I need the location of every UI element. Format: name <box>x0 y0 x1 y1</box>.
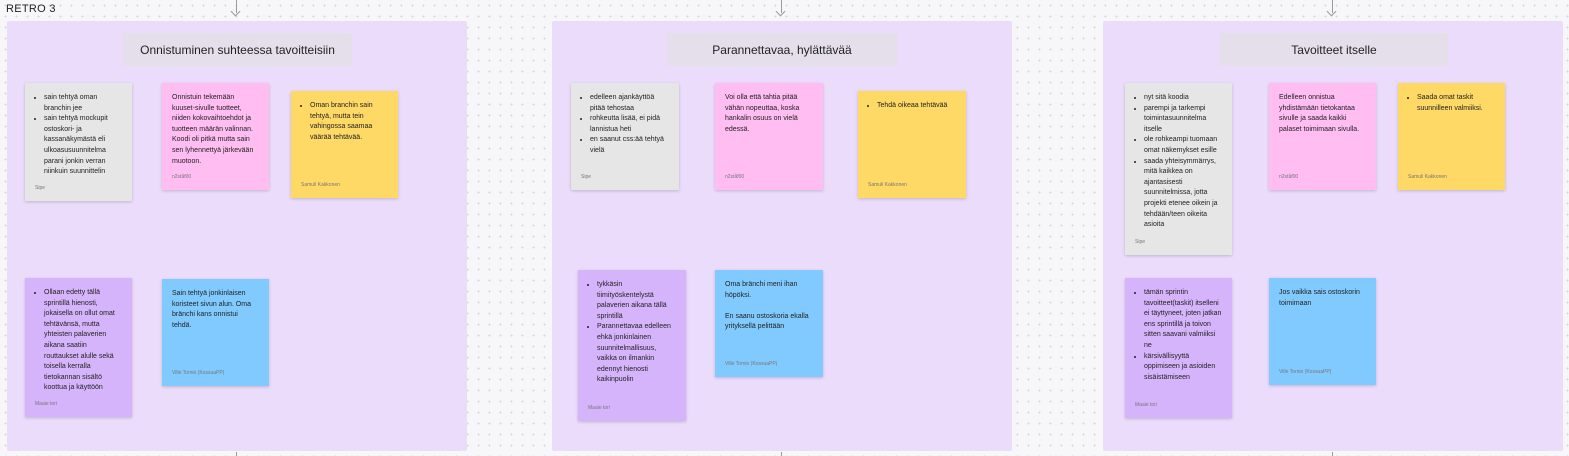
note-text: Voi olla että tahtia pitää vähän nopeutt… <box>725 94 800 133</box>
connector-arrow <box>236 0 237 13</box>
note-author: Ville Tornio (KossuaPP) <box>725 361 778 368</box>
note-author: Ville Tornio (KossuaPP) <box>1279 369 1332 376</box>
note-author: Sipe <box>35 185 46 192</box>
sticky-note[interactable]: Tehdä oikeaa tehtävää Samuli Kakkonen <box>858 91 966 198</box>
note-item: sain tehtyä mockupit ostoskori- ja kassa… <box>44 114 122 178</box>
note-author: Samuli Kakkonen <box>868 182 907 189</box>
sticky-note[interactable]: sain tehtyä oman branchin jeesain tehtyä… <box>25 83 132 201</box>
note-item: ole rohkeampi tuomaan omat näkemykset es… <box>1144 135 1222 156</box>
connector-arrow <box>1332 0 1333 13</box>
sticky-note[interactable]: Voi olla että tahtia pitää vähän nopeutt… <box>715 83 823 190</box>
column-header[interactable]: Tavoitteet itselle <box>1220 33 1448 66</box>
note-author: Samuli Kakkonen <box>1408 174 1447 181</box>
connector-line <box>1332 452 1333 456</box>
sticky-note[interactable]: Saada omat taskit suunnilleen valmiiksi.… <box>1398 83 1505 190</box>
note-author: n2ståf00 <box>172 174 192 181</box>
connector-line <box>781 452 782 456</box>
note-author: Ville Tornio (KossuaPP) <box>172 370 225 377</box>
column-header[interactable]: Onnistuminen suhteessa tavoitteisiin <box>123 33 352 66</box>
note-author: Maaie tori <box>588 405 610 412</box>
column-goals[interactable]: Tavoitteet itselle nyt sitä koodiaparemp… <box>1103 21 1563 451</box>
note-author: n2ståf00 <box>725 174 745 181</box>
sticky-note[interactable]: Onnistuin tekemään kuuset-sivulle tuotte… <box>162 83 269 190</box>
sticky-note[interactable]: Edelleen onnistua yhdistämään tietokanta… <box>1269 83 1376 190</box>
frame-title: RETRO 3 <box>6 3 56 15</box>
connector-line <box>236 452 237 456</box>
sticky-note[interactable]: Oman branchin sain tehtyä, mutta tein va… <box>291 91 398 198</box>
note-item: rohkeutta lisää, ei pidä lannistua heti <box>590 114 669 135</box>
note-item: tykkäsin tiimityöskentelystä palaverien … <box>597 280 676 322</box>
note-author: n2ståf00 <box>1279 174 1299 181</box>
note-author: Sipe <box>581 174 592 181</box>
sticky-note[interactable]: Jos vaikka sais ostoskorin toimimaan Vil… <box>1269 278 1376 385</box>
note-item: tämän sprintin tavoitteet(taskit) itsell… <box>1144 288 1222 352</box>
note-item: Oman branchin sain tehtyä, mutta tein va… <box>310 101 388 143</box>
note-author: Samuli Kakkonen <box>301 182 340 189</box>
sticky-note[interactable]: Oma bränchi meni ihan höpöksi. En saanu … <box>715 270 823 377</box>
note-item: saada yhteisymmärrys, mitä kaikkea on aj… <box>1144 157 1222 231</box>
note-item: Tehdä oikeaa tehtävää <box>877 101 956 112</box>
sticky-note[interactable]: Ollaan edetty tällä sprintillä hienosti,… <box>25 278 132 417</box>
note-item: kärsivällisyyttä oppimiseen ja asioiden … <box>1144 352 1222 384</box>
sticky-note[interactable]: tämän sprintin tavoitteet(taskit) itsell… <box>1125 278 1232 418</box>
note-author: Sipe <box>1135 239 1146 246</box>
note-item: parempi ja tarkempi toimintasuunnitelma … <box>1144 104 1222 136</box>
note-author: Maaie tori <box>1135 402 1157 409</box>
note-item: Ollaan edetty tällä sprintillä hienosti,… <box>44 288 122 394</box>
note-item: sain tehtyä oman branchin jee <box>44 93 122 114</box>
sticky-note[interactable]: nyt sitä koodiaparempi ja tarkempi toimi… <box>1125 83 1232 255</box>
note-text: Onnistuin tekemään kuuset-sivulle tuotte… <box>172 94 254 165</box>
note-item: edelleen ajankäyttöä pitää tehostaa <box>590 93 669 114</box>
column-success[interactable]: Onnistuminen suhteessa tavoitteisiin sai… <box>7 21 467 451</box>
connector-arrow <box>781 0 782 13</box>
note-item: Parannettavaa edelleen ehkä jonkinlainen… <box>597 322 676 386</box>
sticky-note[interactable]: Sain tehtyä jonkinlaisen koristeet sivun… <box>162 279 269 386</box>
note-text: Oma bränchi meni ihan höpöksi. En saanu … <box>725 281 809 331</box>
note-author: Maaie tori <box>35 401 57 408</box>
column-header[interactable]: Parannettavaa, hylättävää <box>667 33 897 66</box>
sticky-note[interactable]: edelleen ajankäyttöä pitää tehostaarohke… <box>571 83 679 190</box>
sticky-note[interactable]: tykkäsin tiimityöskentelystä palaverien … <box>578 270 686 421</box>
note-item: Saada omat taskit suunnilleen valmiiksi. <box>1417 93 1495 114</box>
note-text: Sain tehtyä jonkinlaisen koristeet sivun… <box>172 290 251 329</box>
note-text: Edelleen onnistua yhdistämään tietokanta… <box>1279 94 1360 133</box>
note-item: en saanut css:ää tehtyä vielä <box>590 135 669 156</box>
note-text: Jos vaikka sais ostoskorin toimimaan <box>1279 289 1360 307</box>
note-item: nyt sitä koodia <box>1144 93 1222 104</box>
column-improvements[interactable]: Parannettavaa, hylättävää edelleen ajank… <box>552 21 1012 451</box>
